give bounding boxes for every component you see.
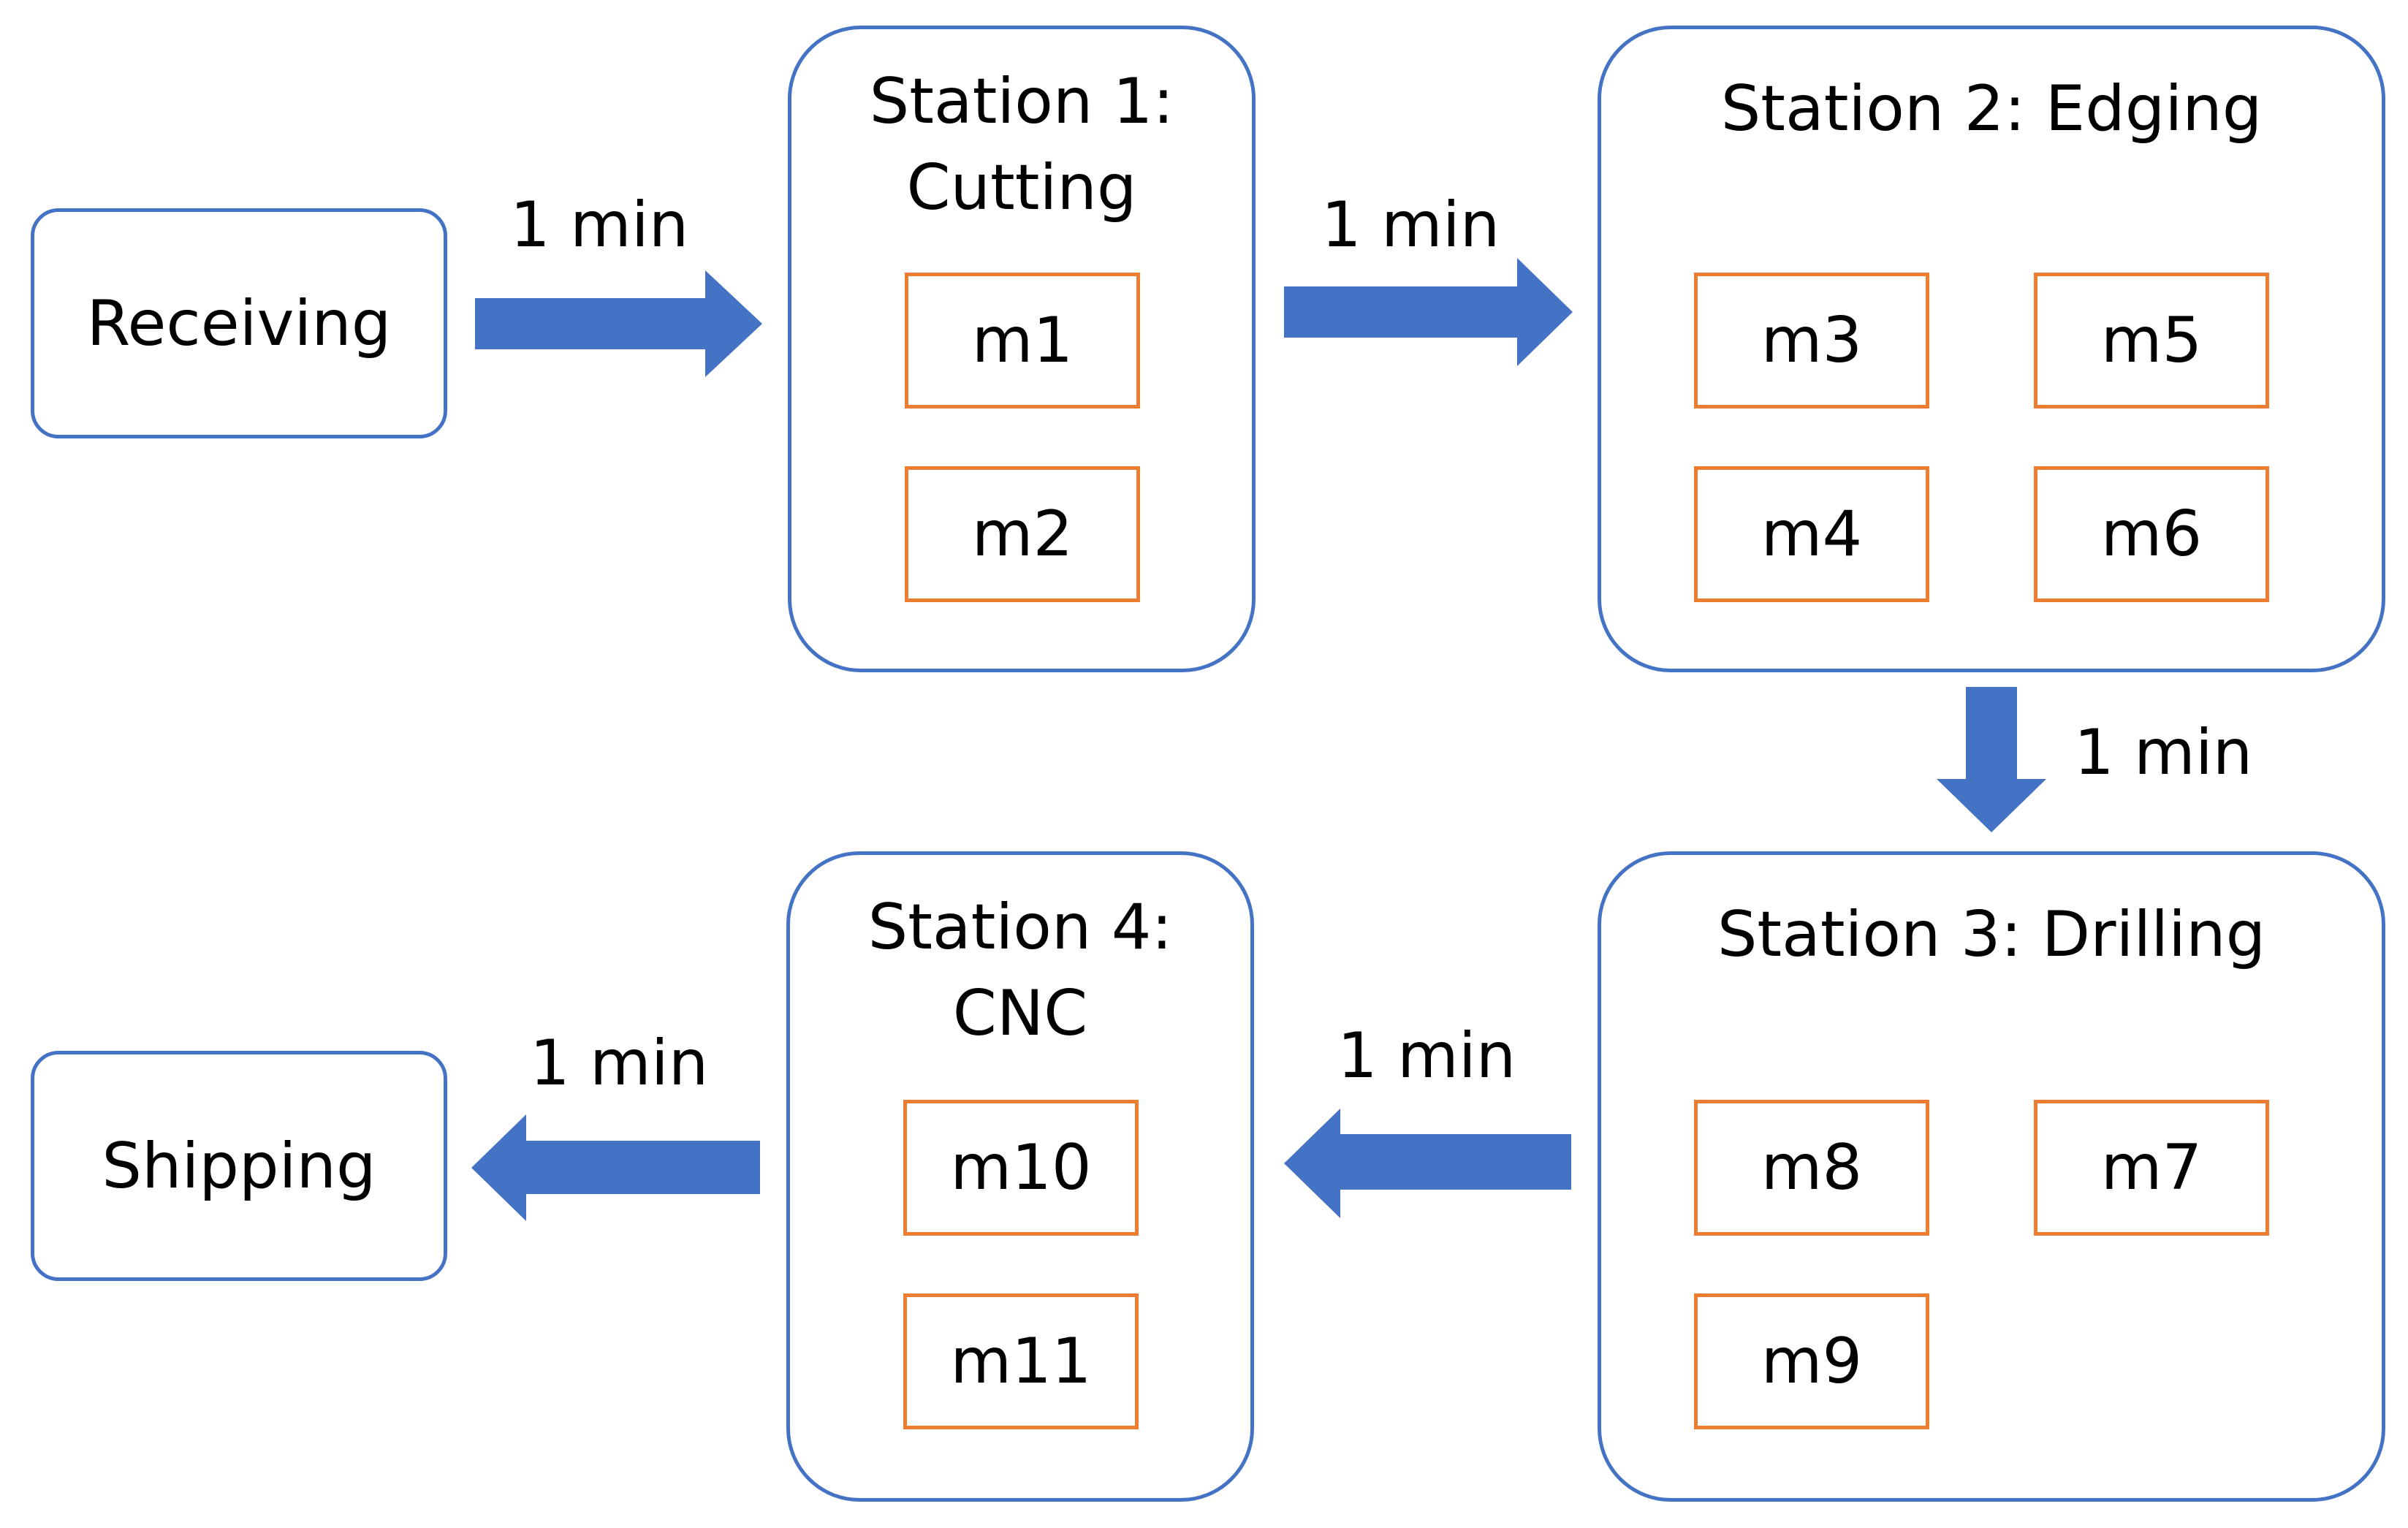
station-3-box: Station 3: Drilling m8 m7 m9 bbox=[1598, 851, 2385, 1502]
station-title: Station 4: CNC bbox=[867, 891, 1173, 1050]
transfer-time-label: 1 min bbox=[1321, 189, 1500, 262]
station-1-box: Station 1: Cutting m1 m2 bbox=[788, 26, 1256, 672]
arrow-receiving-to-station1 bbox=[475, 270, 762, 377]
receiving-box: Receiving bbox=[31, 208, 447, 438]
machine-box: m11 bbox=[903, 1293, 1139, 1429]
machine-label: m8 bbox=[1761, 1131, 1863, 1204]
machine-label: m9 bbox=[1761, 1325, 1863, 1398]
arrow-station4-to-shipping bbox=[471, 1114, 760, 1221]
machine-box: m7 bbox=[2034, 1100, 2269, 1236]
machine-box: m10 bbox=[903, 1100, 1139, 1236]
machine-label: m6 bbox=[2100, 498, 2203, 571]
machine-box: m2 bbox=[905, 466, 1140, 602]
transfer-time-label: 1 min bbox=[510, 189, 689, 262]
machine-box: m4 bbox=[1694, 466, 1929, 602]
machine-label: m7 bbox=[2100, 1131, 2203, 1204]
receiving-label: Receiving bbox=[86, 286, 392, 360]
arrow-station1-to-station2 bbox=[1284, 258, 1573, 366]
station-title: Station 1: Cutting bbox=[869, 65, 1174, 224]
station-4-box: Station 4: CNC m10 m11 bbox=[786, 851, 1254, 1502]
machine-box: m8 bbox=[1694, 1100, 1929, 1236]
machine-box: m9 bbox=[1694, 1293, 1929, 1429]
machine-label: m2 bbox=[971, 498, 1074, 571]
shipping-box: Shipping bbox=[31, 1051, 447, 1281]
machine-box: m6 bbox=[2034, 466, 2269, 602]
machine-label: m4 bbox=[1761, 498, 1863, 571]
machine-box: m1 bbox=[905, 273, 1140, 408]
station-title: Station 2: Edging bbox=[1720, 72, 2263, 145]
transfer-time-label: 1 min bbox=[2074, 716, 2253, 789]
machine-label: m3 bbox=[1761, 304, 1863, 377]
machine-label: m1 bbox=[971, 304, 1074, 377]
station-title: Station 3: Drilling bbox=[1717, 898, 2266, 971]
machine-label: m5 bbox=[2100, 304, 2203, 377]
transfer-time-label: 1 min bbox=[1337, 1019, 1516, 1092]
shipping-label: Shipping bbox=[102, 1129, 376, 1203]
arrow-station3-to-station4 bbox=[1284, 1109, 1571, 1218]
machine-box: m5 bbox=[2034, 273, 2269, 408]
arrow-station2-to-station3 bbox=[1937, 687, 2046, 832]
machine-box: m3 bbox=[1694, 273, 1929, 408]
station-2-box: Station 2: Edging m3 m5 m4 m6 bbox=[1598, 26, 2385, 672]
machine-label: m10 bbox=[950, 1131, 1092, 1204]
transfer-time-label: 1 min bbox=[530, 1027, 709, 1100]
machine-label: m11 bbox=[950, 1325, 1092, 1398]
